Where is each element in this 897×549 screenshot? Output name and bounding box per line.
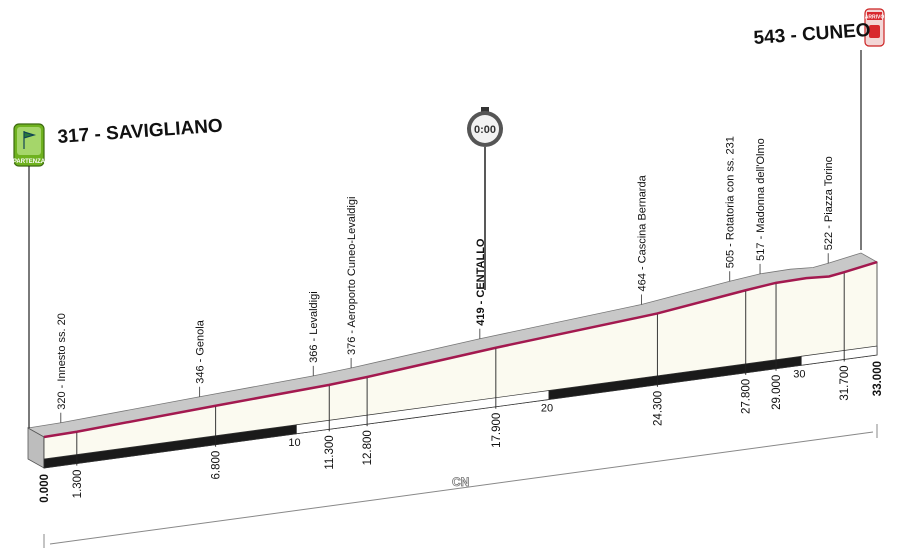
waypoint-label: 376 - Aeroporto Cuneo-Levaldigi — [346, 197, 358, 355]
stopwatch-icon: 0:00 — [467, 107, 503, 147]
distance-label: 31.700 — [839, 365, 851, 400]
distance-label: 11.300 — [324, 435, 336, 469]
finish-badge-label: ARRIVO — [865, 15, 885, 21]
distance-label: 24.300 — [652, 391, 664, 426]
waypoint-label: 320 - Innesto ss. 20 — [56, 313, 68, 410]
start-badge-label: PARTENZA — [13, 159, 46, 165]
distance-label: 12.800 — [362, 430, 374, 465]
km-bar-segment — [800, 345, 878, 366]
distance-label: 6.800 — [211, 451, 223, 480]
finish-icon — [869, 25, 880, 38]
time-check-label: 0:00 — [474, 124, 496, 136]
distance-label: 0.000 — [39, 474, 51, 503]
distance-label: 27.800 — [741, 379, 753, 414]
distance-label: 33.000 — [872, 361, 884, 396]
finish-badge: ARRIVO — [864, 8, 885, 47]
distance-label: 1.300 — [72, 470, 84, 499]
km-marker-label: 10 — [288, 437, 300, 449]
waypoint-label: 366 - Levaldigi — [308, 291, 320, 363]
finish-label: 543 - CUNEO — [753, 20, 871, 49]
waypoint-label: 517 - Madonna dell'Olmo — [755, 138, 767, 261]
flag-icon — [23, 131, 37, 149]
distance-label: 17.900 — [491, 413, 503, 448]
km-marker-label: 20 — [541, 403, 553, 415]
waypoint-label: 464 - Cascina Bernarda — [636, 174, 648, 291]
profile-line — [43, 260, 878, 439]
waypoint-label: 419 - CENTALLO — [475, 238, 487, 326]
province-label: CN — [452, 475, 469, 489]
start-badge: PARTENZA — [13, 123, 46, 167]
waypoint-label: 346 - Genola — [195, 319, 207, 383]
start-label: 317 - SAVIGLIANO — [57, 116, 223, 148]
distance-label: 29.000 — [771, 375, 783, 410]
waypoint-label: 505 - Rotatoria con ss. 231 — [725, 136, 737, 268]
km-marker-label: 30 — [793, 368, 805, 380]
waypoint-label: 522 - Piazza Torino — [823, 156, 835, 250]
